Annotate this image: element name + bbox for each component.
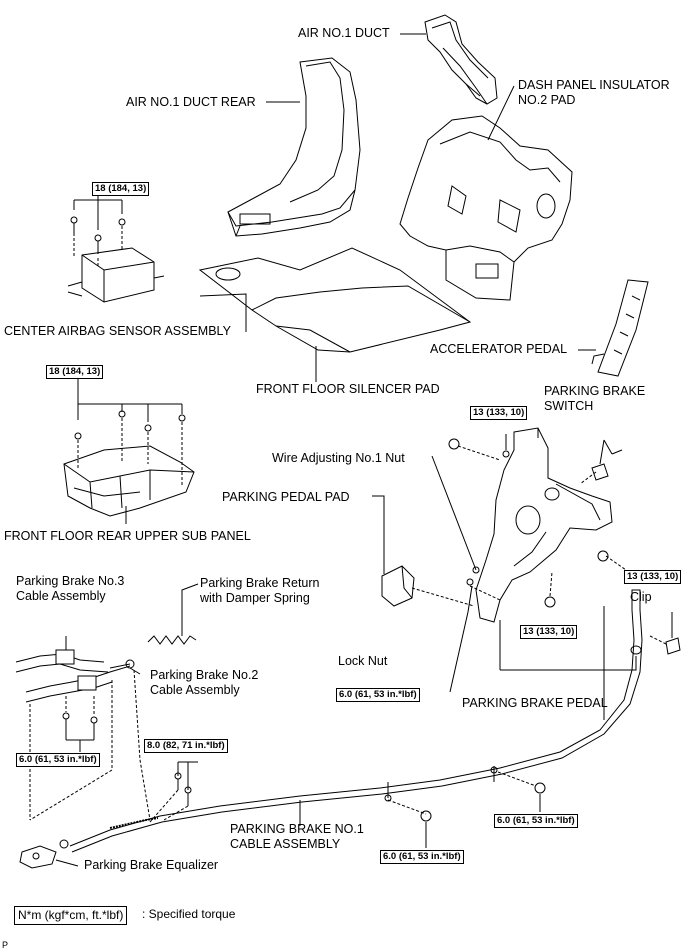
torque-airbag-sensor: 18 (184, 13) — [92, 182, 150, 196]
label-dash-panel-insulator: DASH PANEL INSULATOR NO.2 PAD — [518, 78, 670, 107]
label-center-airbag-sensor: CENTER AIRBAG SENSOR ASSEMBLY — [4, 324, 231, 338]
label-wire-adjusting-nut: Wire Adjusting No.1 Nut — [272, 451, 405, 465]
parking-brake-equalizer-part — [19, 839, 79, 869]
parking-brake-pedal-part — [431, 427, 627, 623]
torque-cable-bolts: 8.0 (82, 71 in.*lbf) — [144, 739, 228, 753]
front-floor-silencer-pad-part — [198, 247, 472, 353]
torque-cable-right: 6.0 (61, 53 in.*lbf) — [494, 814, 578, 828]
label-parking-brake-no1-cable: PARKING BRAKE NO.1 CABLE ASSEMBLY — [230, 822, 364, 851]
torque-lock-nut: 6.0 (61, 53 in.*lbf) — [336, 688, 420, 702]
leader-lines — [125, 33, 637, 826]
torque-cable-left: 6.0 (61, 53 in.*lbf) — [16, 753, 100, 767]
torque-switch-bolt: 13 (133, 10) — [470, 406, 528, 420]
clip-part — [649, 612, 681, 655]
label-parking-brake-no2-cable: Parking Brake No.2 Cable Assembly — [150, 668, 259, 697]
return-spring-part — [147, 583, 199, 645]
parking-brake-switch-part — [579, 439, 623, 485]
accelerator-pedal-part — [591, 279, 649, 377]
torque-cable-center: 6.0 (61, 53 in.*lbf) — [380, 850, 464, 864]
cable-no2-no3-part — [15, 636, 151, 821]
label-lock-nut: Lock Nut — [338, 654, 388, 668]
label-parking-brake-equalizer: Parking Brake Equalizer — [84, 858, 219, 872]
label-parking-brake-pedal: PARKING BRAKE PEDAL — [462, 696, 608, 710]
label-front-floor-rear-upper-sub-panel: FRONT FLOOR REAR UPPER SUB PANEL — [4, 529, 251, 543]
label-parking-brake-no3-cable: Parking Brake No.3 Cable Assembly — [16, 574, 125, 603]
legend-text: : Specified torque — [142, 907, 236, 921]
torque-sub-panel: 18 (184, 13) — [46, 365, 104, 379]
label-air-no1-duct-rear: AIR NO.1 DUCT REAR — [126, 95, 256, 109]
label-parking-brake-return-spring: Parking Brake Return with Damper Spring — [200, 576, 320, 605]
label-air-no1-duct: AIR NO.1 DUCT — [298, 26, 390, 40]
legend-torque-unit: N*m (kgf*cm, ft.*lbf) — [14, 906, 128, 925]
parking-pedal-pad-part — [372, 495, 475, 607]
label-clip: Clip — [630, 590, 652, 604]
air-no1-duct-rear-part — [227, 57, 361, 237]
air-no1-duct-part — [424, 14, 498, 105]
torque-pedal-nut-lower: 13 (133, 10) — [520, 625, 578, 639]
center-airbag-sensor-part — [67, 194, 165, 303]
torque-pedal-nut-right: 13 (133, 10) — [624, 570, 682, 584]
label-front-floor-silencer-pad: FRONT FLOOR SILENCER PAD — [256, 382, 440, 396]
label-parking-brake-switch: PARKING BRAKE SWITCH — [544, 384, 646, 413]
label-accelerator-pedal: ACCELERATOR PEDAL — [430, 342, 568, 356]
parking-brake-no1-cable-part — [69, 589, 643, 853]
dash-panel-insulator-part — [399, 115, 573, 301]
corner-mark: P — [2, 940, 9, 950]
label-parking-pedal-pad: PARKING PEDAL PAD — [222, 490, 350, 504]
front-floor-rear-upper-sub-panel-part — [63, 378, 195, 517]
